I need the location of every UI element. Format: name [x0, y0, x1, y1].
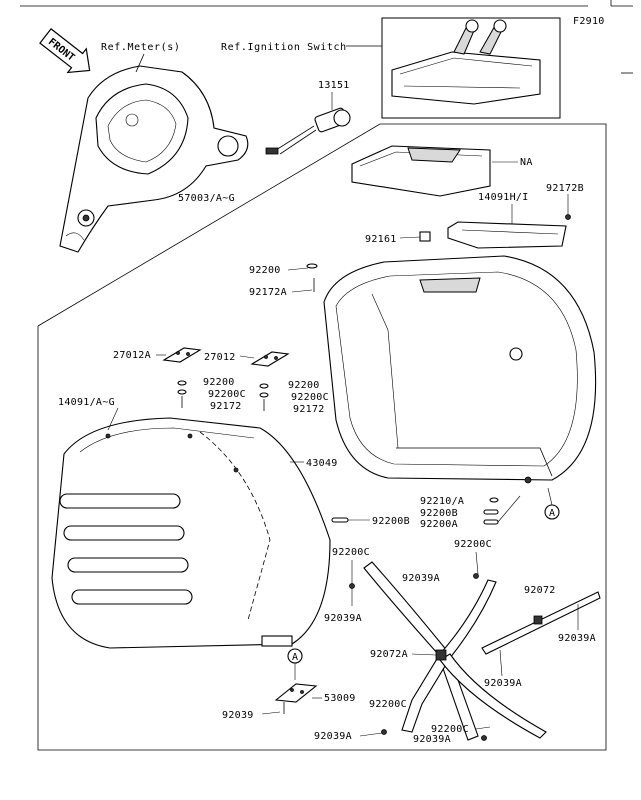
label-92200c-d: 92200C — [431, 724, 469, 735]
label-92072a: 92072A — [370, 649, 408, 660]
latch-fasteners — [483, 497, 499, 525]
strap-92072-drawing — [481, 591, 601, 655]
ignition-cylinder-drawing — [265, 107, 351, 155]
label-92200c-a: 92200C — [332, 547, 370, 558]
label-92039a-f: 92039A — [413, 734, 451, 745]
page-frame — [20, 0, 633, 74]
label-92210a: 92210/A — [420, 496, 464, 507]
label-14091hi: 14091H/I — [478, 192, 529, 203]
label-92200c-l: 92200C — [208, 389, 246, 400]
label-43049: 43049 — [306, 458, 338, 469]
bracket-53009-drawing — [274, 683, 318, 714]
meter-housing-drawing — [59, 65, 249, 253]
label-92172a: 92172A — [249, 287, 287, 298]
ref-ignition-label: Ref.Ignition Switch — [221, 42, 347, 53]
label-92200-top: 92200 — [249, 265, 281, 276]
label-92172b: 92172B — [546, 183, 584, 194]
figure-code: F2910 — [573, 16, 605, 27]
label-na: NA — [520, 157, 533, 168]
label-92200c-r: 92200C — [291, 392, 329, 403]
label-92200-r: 92200 — [288, 380, 320, 391]
label-92039a-c: 92039A — [558, 633, 596, 644]
pin-92200b — [331, 517, 349, 523]
label-53009: 53009 — [324, 693, 356, 704]
label-92200c-b: 92200C — [454, 539, 492, 550]
label-92200c-c: 92200C — [369, 699, 407, 710]
label-92039: 92039 — [222, 710, 254, 721]
label-57003: 57003/A~G — [178, 193, 235, 204]
label-92172-r: 92172 — [293, 404, 325, 415]
label-92072: 92072 — [524, 585, 556, 596]
label-14091ag: 14091/A~G — [58, 397, 115, 408]
label-92039a-b: 92039A — [324, 613, 362, 624]
label-27012a: 27012A — [113, 350, 151, 361]
label-92039a-d: 92039A — [484, 678, 522, 689]
fasteners-right — [259, 383, 269, 411]
hinge-plate-27012 — [250, 351, 290, 367]
label-13151: 13151 — [318, 80, 350, 91]
label-92172-l: 92172 — [210, 401, 242, 412]
label-92039a-e: 92039A — [314, 731, 352, 742]
callout-a-top: A — [549, 508, 555, 519]
label-92200a: 92200A — [420, 519, 458, 530]
fasteners-left — [177, 380, 187, 408]
callout-a-bottom: A — [292, 652, 298, 663]
ignition-switch-ref-box — [381, 17, 561, 119]
panel-14091hi-drawing — [447, 221, 567, 249]
ref-meter-label: Ref.Meter(s) — [101, 42, 180, 53]
case-lid-drawing — [51, 417, 331, 649]
case-inner-drawing — [323, 255, 597, 484]
label-92200b-m: 92200B — [372, 516, 410, 527]
label-92200b-r: 92200B — [420, 508, 458, 519]
label-92200-l: 92200 — [203, 377, 235, 388]
label-92161: 92161 — [365, 234, 397, 245]
label-27012: 27012 — [204, 352, 236, 363]
na-unit-drawing — [351, 145, 491, 197]
label-92039a-a: 92039A — [402, 573, 440, 584]
front-arrow: FRONT — [39, 28, 91, 74]
straps-drawing — [363, 561, 547, 741]
hinge-plate-27012a — [162, 347, 202, 363]
